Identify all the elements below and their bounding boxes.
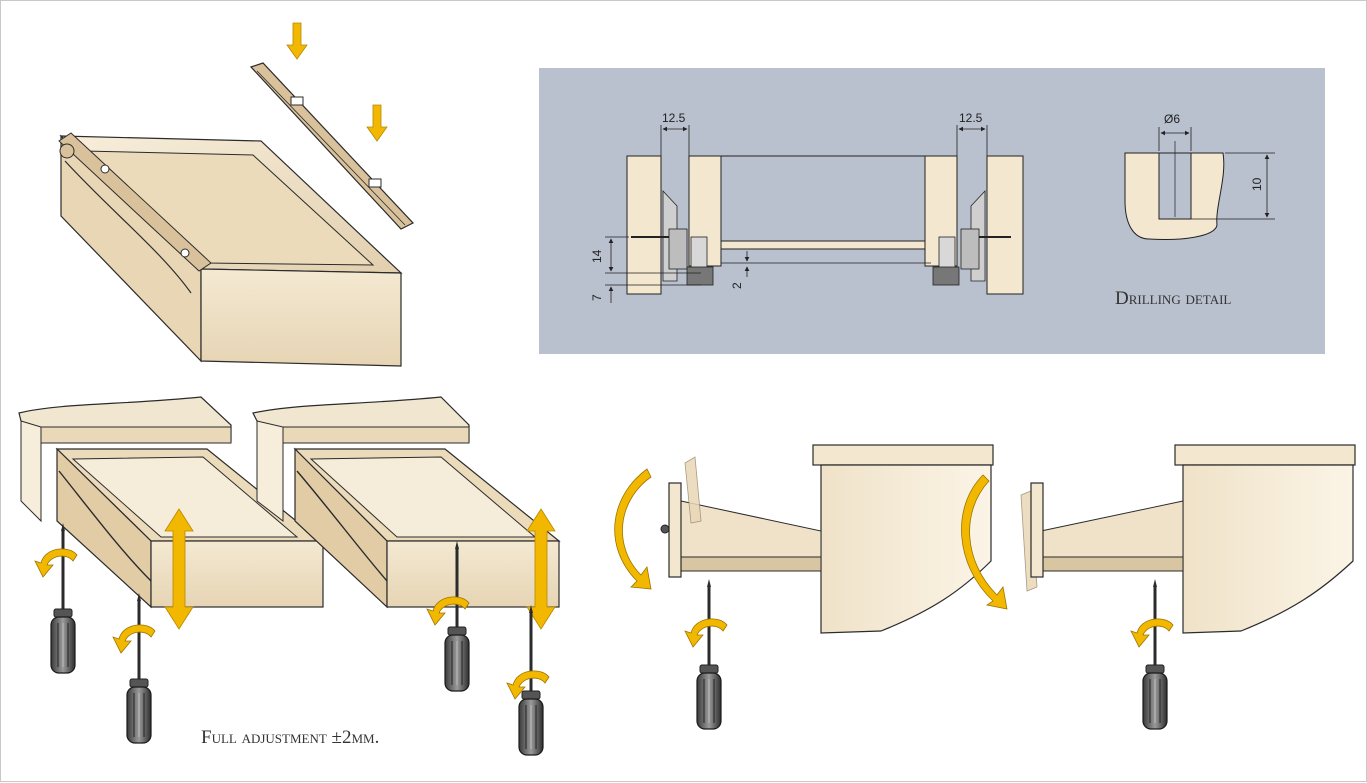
height-adjustment-drawer-2 (252, 396, 561, 757)
hole-depth-label: 10 (1250, 177, 1264, 191)
screwdriver-icon (1141, 577, 1169, 731)
rotate-arrow-icon (961, 474, 1008, 610)
rotate-arrow-icon (614, 468, 652, 590)
adjustment-caption: Full adjustment ±2mm. (201, 727, 379, 748)
screwdriver-icon (695, 577, 723, 731)
rotate-arrow-icon (112, 624, 156, 654)
rotate-arrow-icon (684, 618, 728, 648)
down-arrow-icon (366, 104, 388, 142)
drilling-detail-caption: Drilling detail (1115, 288, 1231, 309)
drilling-detail: Ø6 10 (1124, 112, 1275, 240)
tilt-adjustment-down (961, 444, 1356, 731)
dim-height-14: 14 (590, 249, 604, 263)
screwdriver-icon (125, 591, 153, 745)
down-arrow-icon (286, 22, 308, 60)
rotate-arrow-icon (1130, 618, 1174, 648)
dim-height-7: 7 (590, 294, 604, 301)
hole-diameter-label: Ø6 (1164, 112, 1180, 126)
drawer-runner-install (58, 22, 414, 367)
screwdriver-icon (49, 521, 77, 675)
tilt-adjustment-up (614, 444, 994, 731)
technical-drawing-panel: 12.5 12.5 14 7 2 Ø6 10 (539, 68, 1325, 354)
dim-left-gap: 12.5 (662, 111, 686, 125)
rotate-arrow-icon (34, 548, 78, 578)
dim-gap-2: 2 (730, 282, 744, 289)
dim-right-gap: 12.5 (959, 111, 983, 125)
